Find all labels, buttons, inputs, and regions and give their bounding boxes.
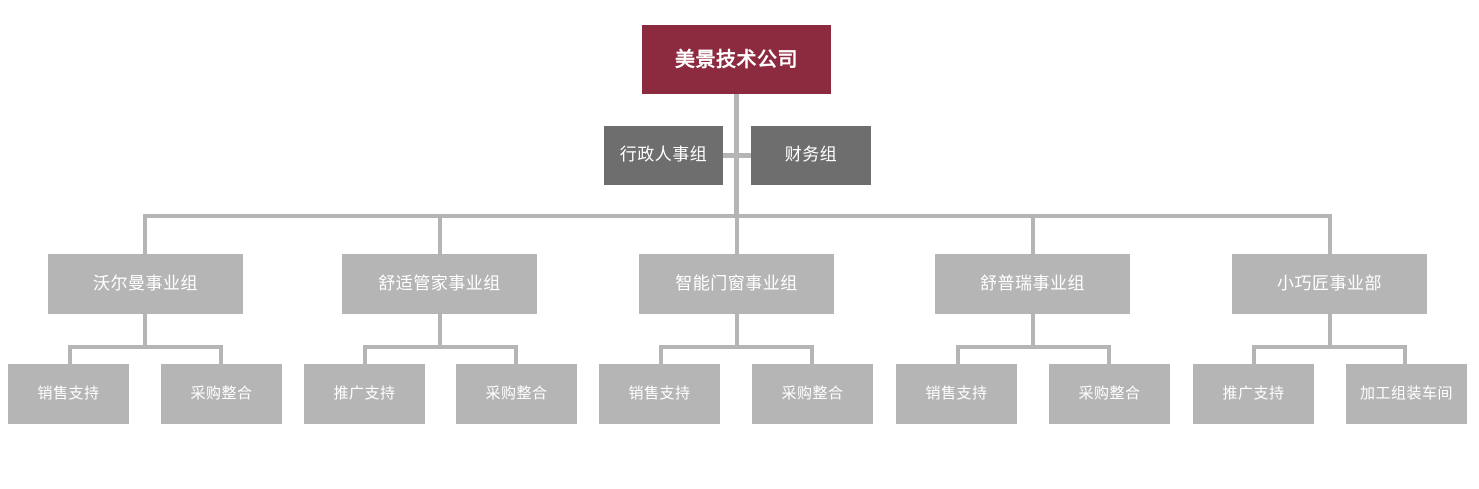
connector-div3-child1 <box>659 345 663 364</box>
connector-bus-drop-3 <box>735 214 739 254</box>
org-node-division-4[interactable]: 舒普瑞事业组 <box>935 254 1130 314</box>
org-node-division-5[interactable]: 小巧匠事业部 <box>1232 254 1427 314</box>
connector-div5-child2 <box>1403 345 1407 364</box>
org-node-division-1-child-2[interactable]: 采购整合 <box>161 364 282 424</box>
connector-bus-drop-2 <box>438 214 442 254</box>
org-node-division-1-child-1[interactable]: 销售支持 <box>8 364 129 424</box>
connector-div2-stem <box>438 314 442 348</box>
org-node-division-2-child-1[interactable]: 推广支持 <box>304 364 425 424</box>
connector-bus-drop-1 <box>143 214 147 254</box>
connector-div3-child2 <box>810 345 814 364</box>
org-node-division-3[interactable]: 智能门窗事业组 <box>639 254 834 314</box>
connector-div3-bar <box>659 345 814 349</box>
connector-bus-drop-5 <box>1328 214 1332 254</box>
org-node-division-3-child-2[interactable]: 采购整合 <box>752 364 873 424</box>
org-node-division-5-child-1[interactable]: 推广支持 <box>1193 364 1314 424</box>
connector-div5-child1 <box>1252 345 1256 364</box>
connector-div1-child2 <box>219 345 223 364</box>
connector-div2-child1 <box>363 345 367 364</box>
connector-div4-child2 <box>1107 345 1111 364</box>
connector-div4-child1 <box>956 345 960 364</box>
org-node-division-5-child-2[interactable]: 加工组装车间 <box>1346 364 1467 424</box>
org-node-staff-finance[interactable]: 财务组 <box>751 126 871 185</box>
connector-div4-bar <box>956 345 1111 349</box>
connector-staff-tie <box>722 153 751 158</box>
connector-div3-stem <box>735 314 739 348</box>
connector-div5-bar <box>1252 345 1407 349</box>
connector-div4-stem <box>1031 314 1035 348</box>
org-node-staff-hr[interactable]: 行政人事组 <box>604 126 723 185</box>
connector-div1-child1 <box>68 345 72 364</box>
connector-bus-drop-4 <box>1031 214 1035 254</box>
org-node-division-2[interactable]: 舒适管家事业组 <box>342 254 537 314</box>
connector-div5-stem <box>1328 314 1332 348</box>
org-node-root[interactable]: 美景技术公司 <box>642 25 831 94</box>
connector-div2-child2 <box>514 345 518 364</box>
org-node-division-2-child-2[interactable]: 采购整合 <box>456 364 577 424</box>
org-node-division-4-child-1[interactable]: 销售支持 <box>896 364 1017 424</box>
org-node-division-4-child-2[interactable]: 采购整合 <box>1049 364 1170 424</box>
connector-div1-bar <box>68 345 223 349</box>
connector-div1-stem <box>143 314 147 348</box>
org-node-division-3-child-1[interactable]: 销售支持 <box>599 364 720 424</box>
org-node-division-1[interactable]: 沃尔曼事业组 <box>48 254 243 314</box>
connector-div2-bar <box>363 345 518 349</box>
